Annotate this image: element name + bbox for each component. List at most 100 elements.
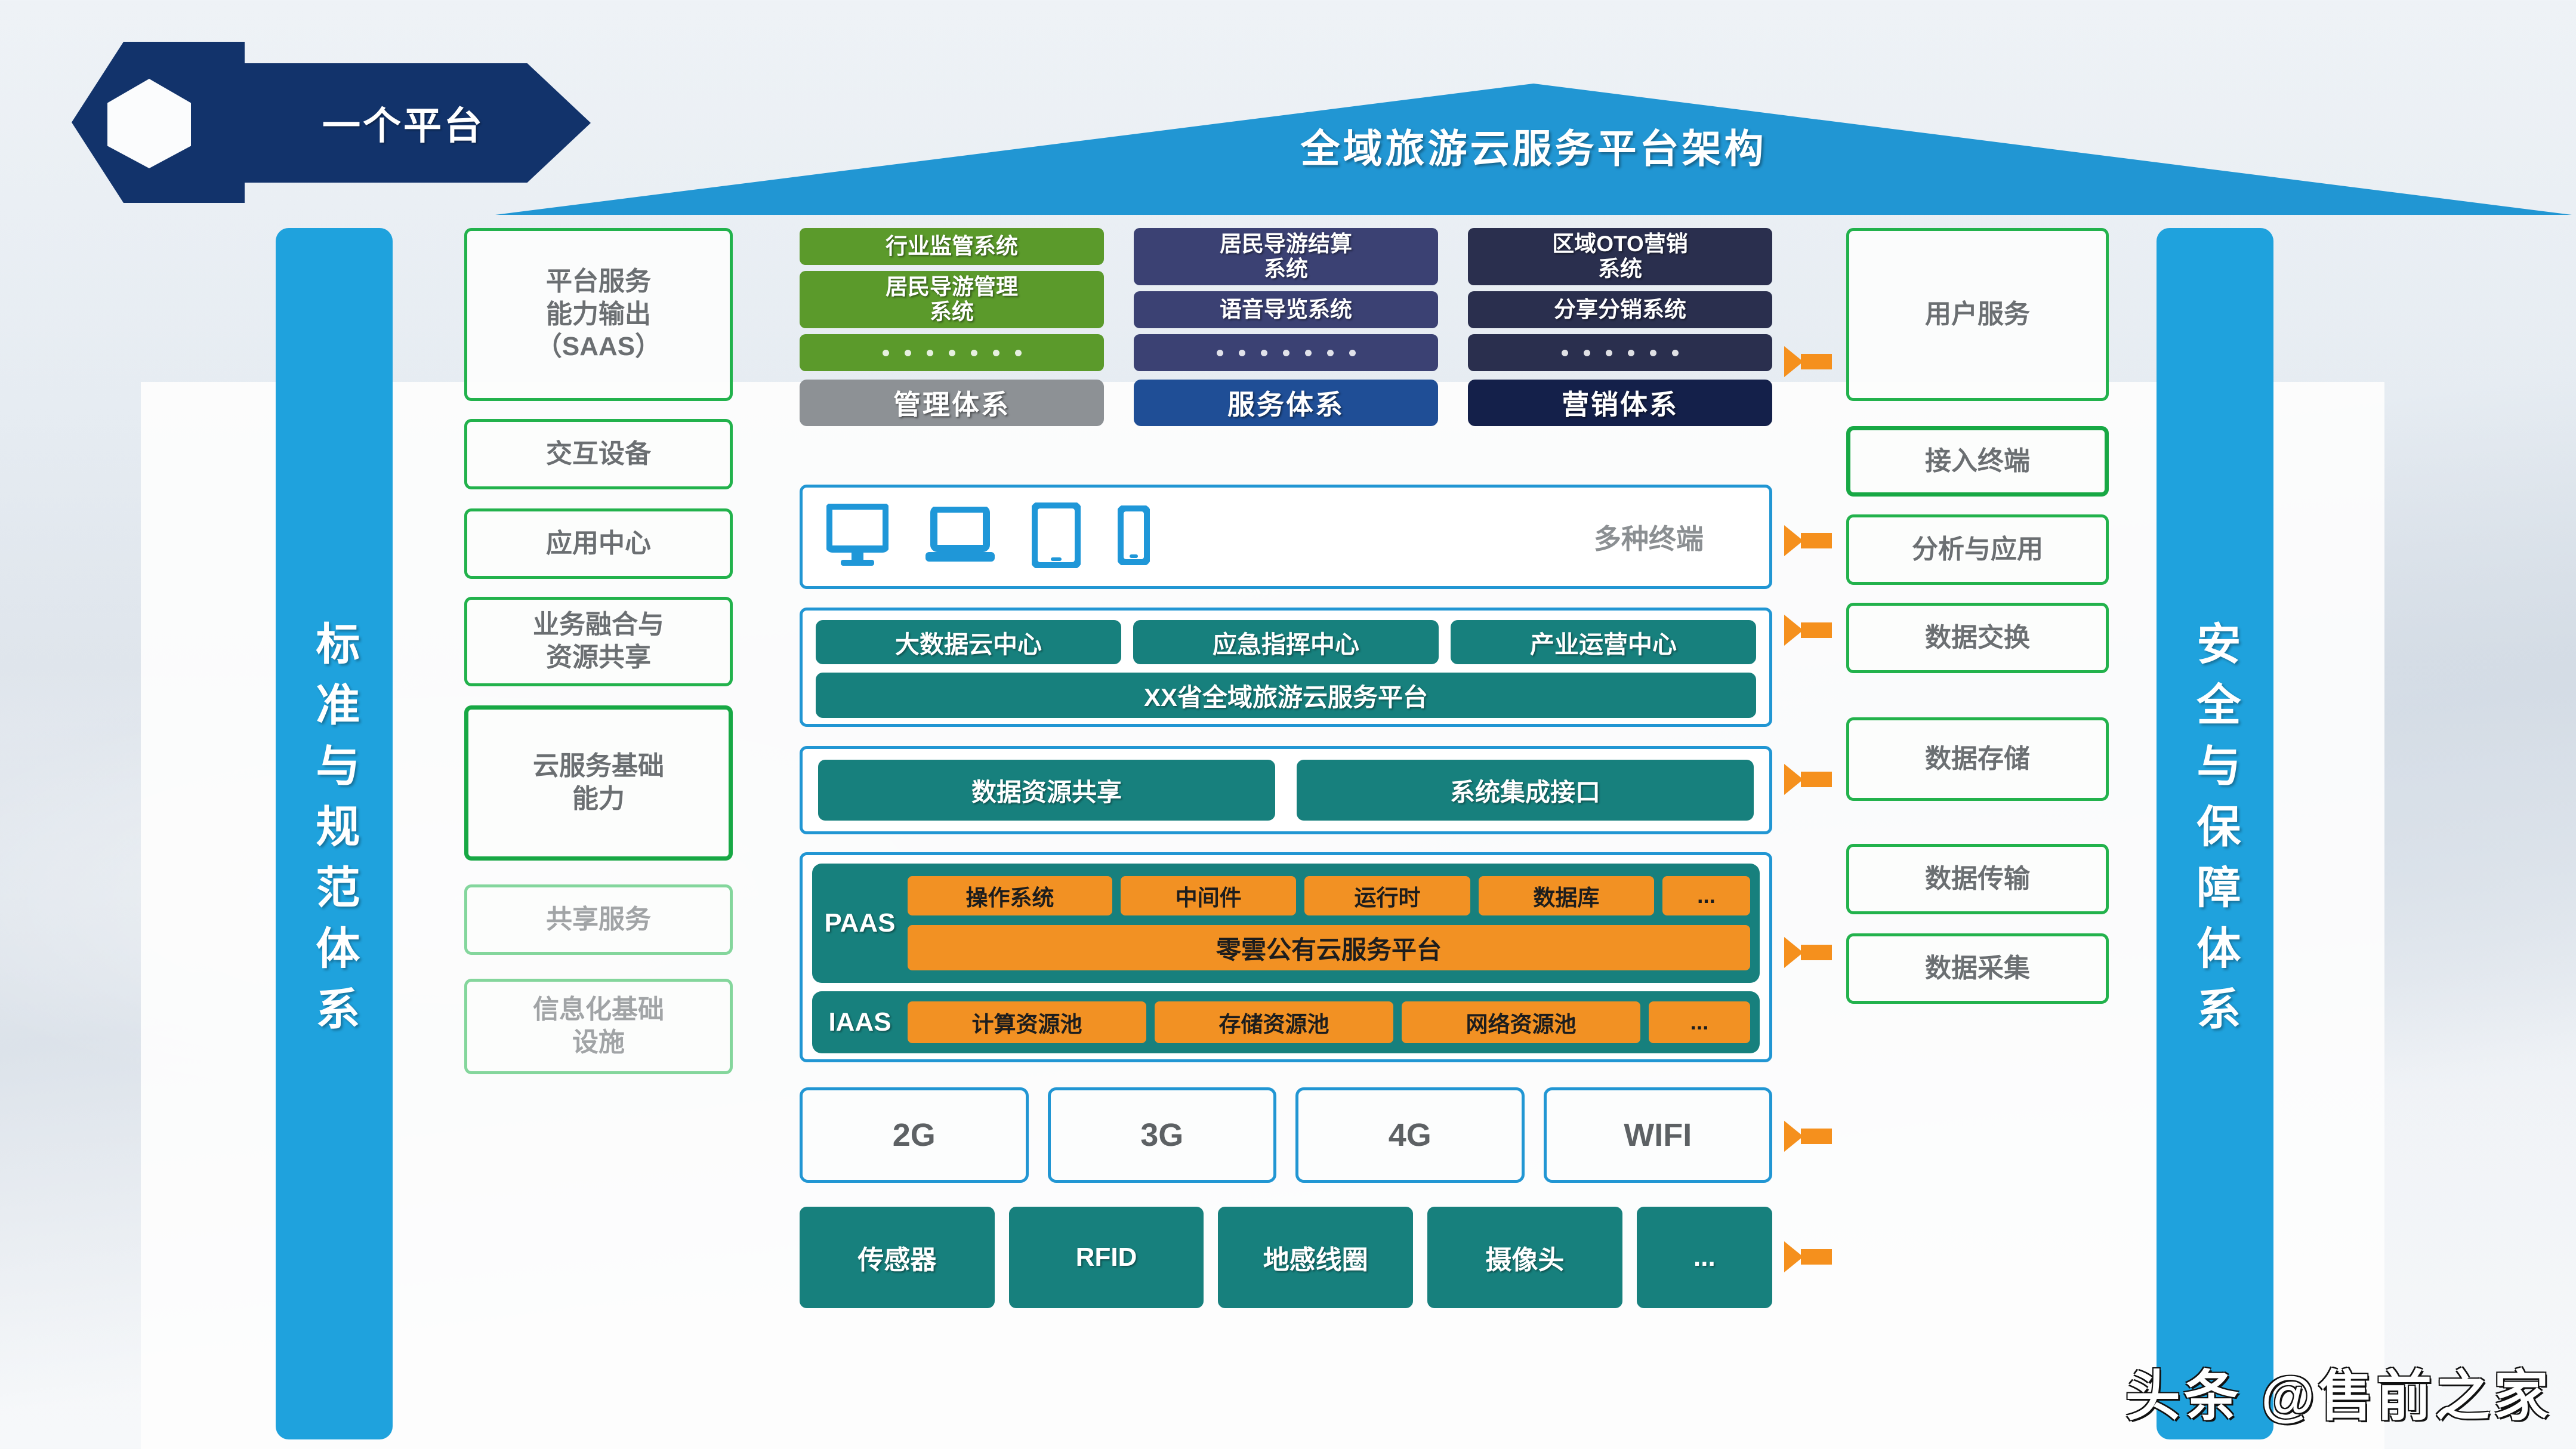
paas-chip-more[interactable]: ... bbox=[1662, 876, 1750, 915]
terminals-label: 多种终端 bbox=[1594, 523, 1704, 554]
platform-banner-label: 一个平台 bbox=[322, 104, 485, 147]
left-label-app-center[interactable]: 应用中心 bbox=[464, 508, 733, 579]
saas-column-service: 居民导游结算 系统 语音导览系统 服务体系 bbox=[1134, 228, 1438, 455]
paas-chip[interactable]: 数据库 bbox=[1478, 876, 1654, 915]
label-line: （SAAS） bbox=[535, 332, 662, 362]
label-line: 业务融合与 bbox=[533, 610, 664, 640]
saas-layer: 行业监管系统 居民导游管理 系统 管理体系 居民导游结算 系统 语音导览系统 服… bbox=[800, 228, 1772, 455]
left-label-devices[interactable]: 交互设备 bbox=[464, 419, 733, 489]
left-label-infrastructure[interactable]: 信息化基础设施 bbox=[464, 979, 733, 1074]
iaas-chip[interactable]: 网络资源池 bbox=[1402, 1001, 1640, 1043]
network-item-2g[interactable]: 2G bbox=[800, 1087, 1029, 1183]
right-label-access-terminal[interactable]: 接入终端 bbox=[1846, 426, 2109, 497]
data-exchange-card: 数据资源共享 系统集成接口 bbox=[800, 746, 1772, 834]
paas-label: PAAS bbox=[824, 908, 896, 938]
laptop-icon bbox=[925, 505, 995, 567]
saas-more-dots[interactable] bbox=[800, 334, 1104, 371]
dot-icon bbox=[1260, 349, 1267, 356]
app-center-item[interactable]: 应急指挥中心 bbox=[1133, 620, 1439, 664]
iaas-chip-more[interactable]: ... bbox=[1649, 1001, 1750, 1043]
dot-icon bbox=[1304, 349, 1312, 356]
right-label-data-collect[interactable]: 数据采集 bbox=[1846, 933, 2109, 1004]
saas-item[interactable]: 区域OTO营销 系统 bbox=[1468, 228, 1772, 285]
right-label-data-transport[interactable]: 数据传输 bbox=[1846, 844, 2109, 914]
sensing-row: 传感器 RFID 地感线圈 摄像头 ... bbox=[800, 1207, 1773, 1308]
tablet-icon bbox=[1031, 501, 1082, 571]
saas-more-dots[interactable] bbox=[1134, 334, 1438, 371]
data-exchange-item[interactable]: 系统集成接口 bbox=[1297, 760, 1754, 821]
dot-icon bbox=[1606, 349, 1612, 356]
right-label-data-exchange[interactable]: 数据交换 bbox=[1846, 603, 2109, 673]
paas-chip[interactable]: 中间件 bbox=[1121, 876, 1297, 915]
saas-item-line: 居民导游管理 bbox=[886, 274, 1018, 299]
paas-chip[interactable]: 操作系统 bbox=[908, 876, 1113, 915]
iaas-label: IAAS bbox=[828, 1007, 891, 1037]
left-label-shared-service[interactable]: 共享服务 bbox=[464, 884, 733, 955]
saas-column-management: 行业监管系统 居民导游管理 系统 管理体系 bbox=[800, 228, 1104, 455]
app-center-item[interactable]: 大数据云中心 bbox=[816, 620, 1121, 664]
network-item-wifi[interactable]: WIFI bbox=[1543, 1087, 1772, 1183]
saas-item-line: 区域OTO营销 bbox=[1552, 231, 1688, 256]
sensing-item-more[interactable]: ... bbox=[1636, 1207, 1773, 1308]
dot-icon bbox=[882, 349, 889, 356]
saas-item[interactable]: 行业监管系统 bbox=[800, 228, 1104, 265]
pillar-standards-label: 标准与规范体系 bbox=[309, 621, 359, 1047]
app-center-platform[interactable]: XX省全域旅游云服务平台 bbox=[816, 673, 1756, 718]
dot-icon bbox=[926, 349, 933, 356]
saas-footer-marketing[interactable]: 营销体系 bbox=[1468, 380, 1772, 426]
label-line: 能力 bbox=[572, 784, 625, 813]
label-line: 设施 bbox=[572, 1028, 625, 1057]
dot-icon bbox=[948, 349, 955, 356]
saas-footer-service[interactable]: 服务体系 bbox=[1134, 380, 1438, 426]
app-center-item[interactable]: 产业运营中心 bbox=[1451, 620, 1756, 664]
dot-icon bbox=[1584, 349, 1590, 356]
network-item-4g[interactable]: 4G bbox=[1295, 1087, 1525, 1183]
saas-item[interactable]: 居民导游结算 系统 bbox=[1134, 228, 1438, 285]
saas-footer-management[interactable]: 管理体系 bbox=[800, 380, 1104, 426]
label-line: 能力输出 bbox=[546, 299, 651, 329]
app-center-card: 大数据云中心 应急指挥中心 产业运营中心 XX省全域旅游云服务平台 bbox=[800, 608, 1772, 727]
dot-icon bbox=[992, 349, 999, 356]
iaas-chip[interactable]: 计算资源池 bbox=[908, 1001, 1146, 1043]
page-header: 全域旅游云服务平台架构 一个平台 bbox=[0, 0, 2576, 215]
dot-icon bbox=[970, 349, 977, 356]
dot-icon bbox=[1238, 349, 1245, 356]
data-exchange-item[interactable]: 数据资源共享 bbox=[818, 760, 1275, 821]
paas-band: PAAS 操作系统 中间件 运行时 数据库 ... 零雲公有云服务平台 bbox=[812, 864, 1760, 983]
sensing-item-loop[interactable]: 地感线圈 bbox=[1218, 1207, 1414, 1308]
label-line: 交互设备 bbox=[546, 439, 651, 468]
paas-public-cloud[interactable]: 零雲公有云服务平台 bbox=[908, 925, 1750, 970]
cloud-card: PAAS 操作系统 中间件 运行时 数据库 ... 零雲公有云服务平台 IAAS… bbox=[800, 852, 1772, 1062]
dot-icon bbox=[1326, 349, 1334, 356]
terminals-card: 多种终端 bbox=[800, 485, 1772, 589]
desktop-monitor-icon bbox=[825, 502, 890, 570]
sensing-item-sensor[interactable]: 传感器 bbox=[800, 1207, 995, 1308]
iaas-chip[interactable]: 存储资源池 bbox=[1155, 1001, 1393, 1043]
pillar-security: 安全与保障体系 bbox=[2157, 228, 2273, 1439]
label-line: 云服务基础 bbox=[533, 751, 664, 781]
dot-icon bbox=[1628, 349, 1634, 356]
network-item-3g[interactable]: 3G bbox=[1047, 1087, 1276, 1183]
saas-item[interactable]: 分享分销系统 bbox=[1468, 291, 1772, 328]
saas-more-dots[interactable] bbox=[1468, 334, 1772, 371]
label-line: 平台服务 bbox=[546, 267, 651, 297]
left-label-integration[interactable]: 业务融合与资源共享 bbox=[464, 597, 733, 686]
sensing-item-rfid[interactable]: RFID bbox=[1008, 1207, 1204, 1308]
dot-icon bbox=[1672, 349, 1679, 356]
right-label-data-storage[interactable]: 数据存储 bbox=[1846, 717, 2109, 801]
paas-chip[interactable]: 运行时 bbox=[1304, 876, 1470, 915]
right-label-analysis[interactable]: 分析与应用 bbox=[1846, 514, 2109, 585]
saas-item[interactable]: 居民导游管理 系统 bbox=[800, 271, 1104, 328]
dot-icon bbox=[1562, 349, 1568, 356]
dot-icon bbox=[1349, 349, 1356, 356]
left-label-cloud-capability[interactable]: 云服务基础能力 bbox=[464, 705, 733, 861]
dot-icon bbox=[1216, 349, 1223, 356]
right-label-user-service[interactable]: 用户服务 bbox=[1846, 228, 2109, 401]
sensing-item-camera[interactable]: 摄像头 bbox=[1427, 1207, 1622, 1308]
label-line: 资源共享 bbox=[546, 643, 651, 672]
saas-item[interactable]: 语音导览系统 bbox=[1134, 291, 1438, 328]
pillar-security-label: 安全与保障体系 bbox=[2190, 621, 2240, 1047]
left-label-saas[interactable]: 平台服务能力输出（SAAS） bbox=[464, 228, 733, 401]
saas-item-line: 系统 bbox=[930, 300, 974, 324]
page-title: 全域旅游云服务平台架构 bbox=[1300, 127, 1767, 171]
